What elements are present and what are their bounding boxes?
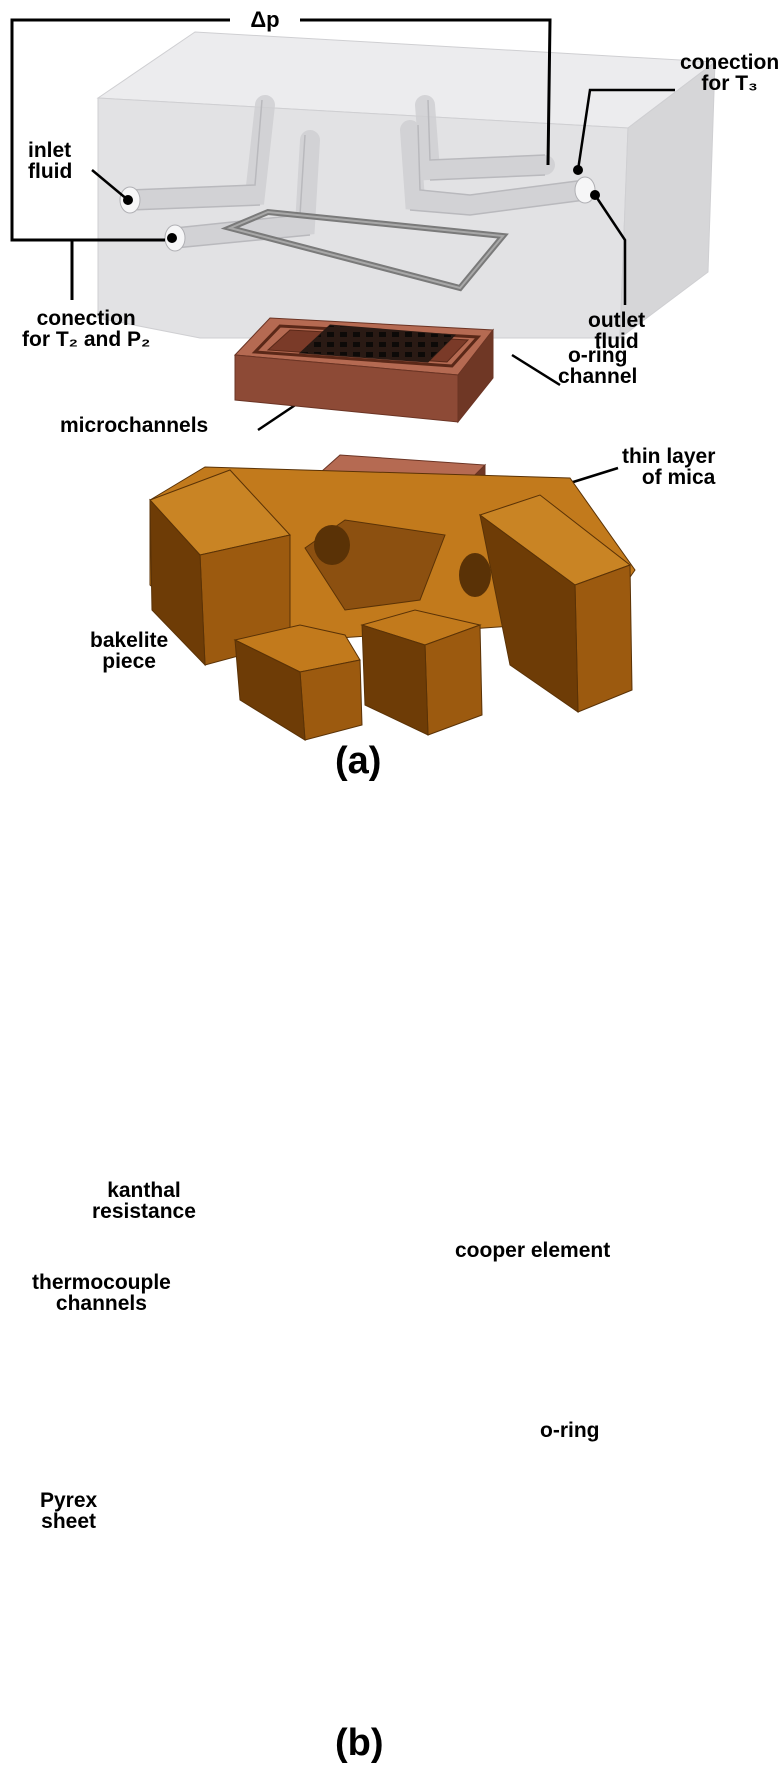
pyrex-block-a	[96, 31, 717, 340]
label-microchannels: microchannels	[60, 414, 209, 437]
caption-b: (b)	[335, 1722, 384, 1764]
leader-inlet	[91, 169, 129, 201]
copper-microchannel-plate	[233, 317, 494, 424]
label-bakelite-piece: bakelite piece	[90, 629, 169, 673]
label-o-ring-channel: o-ring channel	[558, 344, 638, 388]
leader-outlet	[593, 194, 627, 305]
label-pyrex-sheet: Pyrex sheet	[40, 1489, 98, 1533]
leader-o-ring-channel	[511, 353, 561, 387]
label-outlet-fluid: outlet fluid	[588, 309, 646, 353]
delta-p-label: Δp	[250, 7, 279, 32]
caption-a: (a)	[335, 740, 382, 782]
label-cooper-element: cooper element	[455, 1239, 611, 1262]
leader-conection-t3	[576, 88, 675, 171]
label-conection-t2-p2: conection for T₂ and P₂	[22, 307, 151, 351]
label-kanthal-resistance: kanthal resistance	[92, 1179, 196, 1223]
label-thermocouple-channels: thermocouple channels	[32, 1271, 171, 1315]
label-thin-layer-mica: thin layer of mica	[622, 445, 716, 489]
label-inlet-fluid: inlet fluid	[28, 139, 73, 183]
label-o-ring: o-ring	[540, 1419, 600, 1442]
bakelite-piece-a	[149, 466, 636, 741]
label-conection-t3: conection for T₃	[680, 51, 780, 95]
panel-a: Δp	[10, 7, 717, 741]
delta-p-bracket	[10, 18, 552, 300]
